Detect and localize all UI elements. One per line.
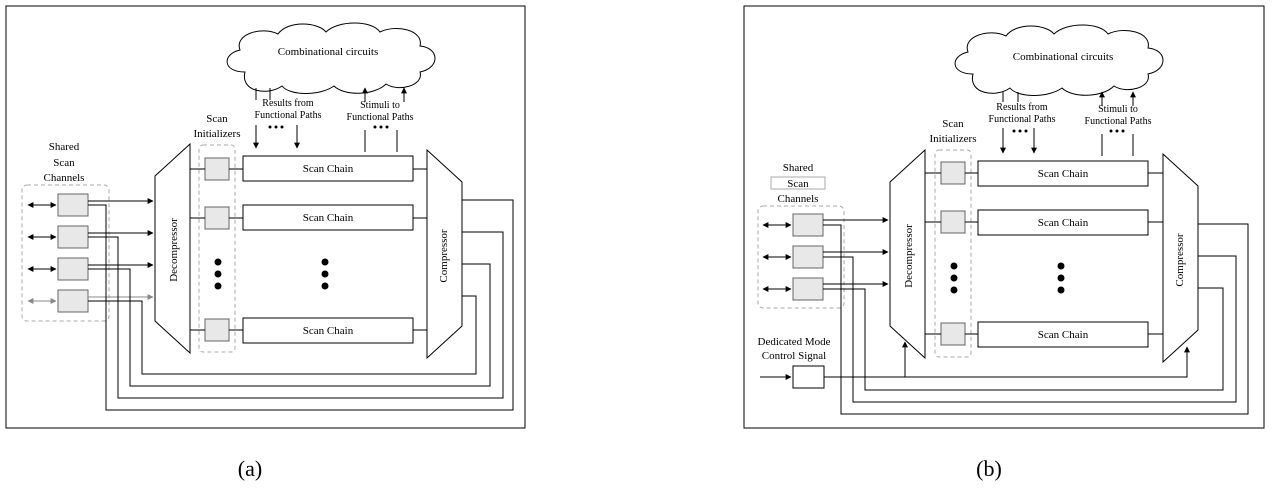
caption-a: (a) [238, 456, 262, 481]
channel-cell [792, 277, 824, 301]
compressor [426, 148, 463, 360]
scan-chain-label: Scan Chain [1038, 217, 1089, 229]
scan-chain [977, 321, 1149, 348]
scan-chain-label: Scan Chain [303, 163, 354, 175]
panel-b: Combinational circuits Results from Func… [743, 5, 1265, 481]
shared-label-line1: Shared [783, 162, 814, 174]
scan-initializers-group [934, 149, 972, 358]
scan-chain [977, 160, 1149, 187]
shared-label-line3: Channels [44, 172, 85, 184]
shared-scan-channels-group [21, 184, 110, 322]
scan-chain-label: Scan Chain [1038, 329, 1089, 341]
scan-chain [242, 155, 414, 182]
stimuli-label-line2: Functional Paths [347, 112, 414, 123]
initializer-cell [204, 157, 230, 181]
caption-b: (b) [976, 456, 1002, 481]
initializer-cell [204, 318, 230, 342]
scan-chain-label: Scan Chain [303, 325, 354, 337]
panel-b-frame [743, 5, 1265, 429]
compressor-label: Compressor [1174, 233, 1186, 287]
stimuli-label-line1: Stimuli to [360, 100, 400, 111]
compressor-label: Compressor [438, 229, 450, 283]
initializers-label-line1: Scan [942, 118, 964, 130]
initializers-label-line1: Scan [206, 113, 228, 125]
combinational-circuits-cloud: Combinational circuits [954, 24, 1164, 96]
initializer-cell [940, 210, 966, 234]
results-label-line2: Functional Paths [989, 114, 1056, 125]
scan-chain [242, 204, 414, 231]
shared-label-line2: Scan [53, 157, 75, 169]
results-label-line2: Functional Paths [255, 110, 322, 121]
channel-cell [57, 257, 89, 281]
combinational-circuits-cloud: Combinational circuits [226, 22, 436, 94]
decompressor-label: Decompressor [168, 218, 180, 282]
mode-label-line1: Dedicated Mode [758, 336, 831, 348]
scan-chain-label: Scan Chain [303, 212, 354, 224]
initializer-cell [940, 322, 966, 346]
shared-label-line3: Channels [778, 193, 819, 205]
cloud-label: Combinational circuits [278, 46, 379, 58]
cloud-label: Combinational circuits [1013, 51, 1114, 63]
decompressor [889, 148, 926, 360]
scan-initializers-group [198, 144, 236, 353]
scan-chain [242, 317, 414, 344]
channel-cell [792, 213, 824, 237]
stimuli-label-line1: Stimuli to [1098, 104, 1138, 115]
mode-control-box [792, 365, 825, 389]
shared-label-box [770, 176, 826, 190]
shared-label-line2: Scan [787, 178, 809, 190]
initializer-cell [204, 206, 230, 230]
results-label-line1: Results from [996, 102, 1048, 113]
channel-cell [792, 245, 824, 269]
channel-cell [57, 193, 89, 217]
compressor [1162, 152, 1199, 364]
initializer-cell [940, 161, 966, 185]
mode-label-line2: Control Signal [762, 350, 826, 362]
decompressor [154, 142, 191, 355]
scan-chain-label: Scan Chain [1038, 168, 1089, 180]
channel-cell [57, 289, 89, 313]
stimuli-label-line2: Functional Paths [1085, 116, 1152, 127]
panel-a: Combinational circuits Results from Func… [5, 5, 526, 481]
decompressor-label: Decompressor [903, 224, 915, 288]
scan-chain [977, 209, 1149, 236]
panel-a-frame [5, 5, 526, 429]
initializers-label-line2: Initializers [193, 128, 240, 140]
initializers-label-line2: Initializers [929, 133, 976, 145]
shared-label-line1: Shared [49, 141, 80, 153]
results-label-line1: Results from [262, 98, 314, 109]
channel-cell [57, 225, 89, 249]
